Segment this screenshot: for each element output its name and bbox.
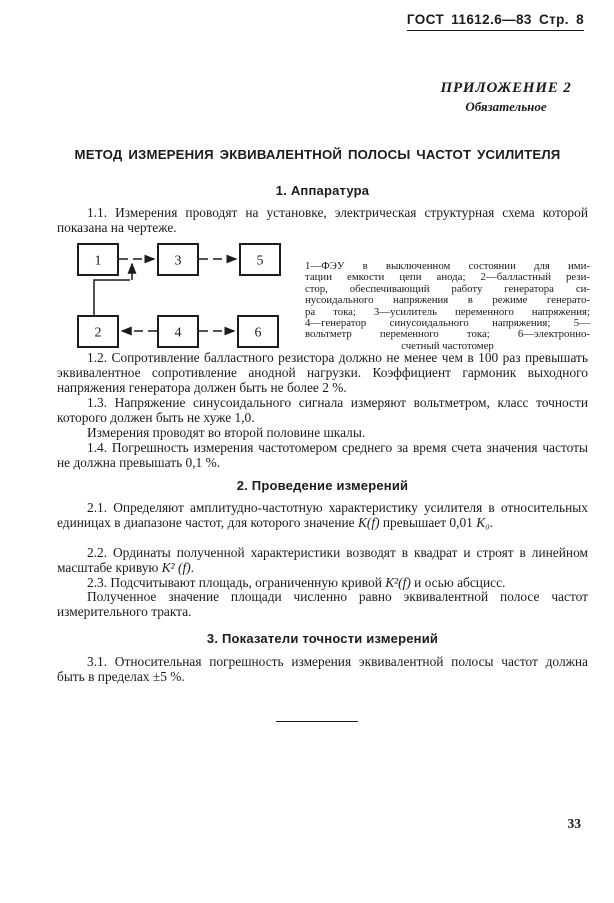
diagram-box-3-label: 3 <box>175 254 182 269</box>
section-1-heading: 1. Аппаратура <box>275 183 370 198</box>
diagram-box-4-label: 4 <box>175 326 182 341</box>
diagram-box-1 <box>77 243 119 276</box>
figure-legend: 1—ФЭУ в выключенном состоянии для ими- т… <box>305 242 590 354</box>
legend-line: 4—генератор синусоидального напряжения; … <box>305 317 590 330</box>
paragraph-3-1: 3.1. Относительная погрешность измерения… <box>57 654 588 685</box>
legend-line: стор, обеспечивающий работу генератора с… <box>305 282 590 295</box>
diagram-box-6-label: 6 <box>255 326 262 341</box>
legend-line-last: счетный частотомер <box>401 339 494 352</box>
feedback-line <box>93 279 130 316</box>
page-number: 33 <box>567 816 582 831</box>
diagram-box-2 <box>77 315 119 348</box>
paragraph-1-4: 1.4. Погрешность измерения частотомером … <box>57 440 588 471</box>
legend-line: 1—ФЭУ в выключенном состоянии для ими- <box>305 260 590 272</box>
paragraph-2-2: 2.2. Ординаты полученной характеристики … <box>57 545 588 576</box>
block-diagram: 1 3 5 2 4 6 <box>77 243 281 348</box>
diagram-box-3 <box>157 243 199 276</box>
diagram-box-6 <box>237 315 279 348</box>
legend-line: вольтметр переменного тока; 6—электронно… <box>305 328 590 341</box>
section-3-heading: 3. Показатели точности измерений <box>206 631 439 646</box>
paragraph-1-1: 1.1. Измерения проводят на установке, эл… <box>57 205 588 236</box>
document-title: МЕТОД ИЗМЕРЕНИЯ ЭКВИВАЛЕНТНОЙ ПОЛОСЫ ЧАС… <box>74 147 561 162</box>
diagram-box-1-label: 1 <box>95 254 102 269</box>
paragraph-2-1: 2.1. Определяют амплитудно-частотную хар… <box>57 500 588 531</box>
diagram-box-5 <box>239 243 281 276</box>
legend-line: ра тока; 3—усилитель переменного напряже… <box>305 305 590 318</box>
figure: 1 3 5 2 4 6 1—ФЭУ в выключенном состояни… <box>57 242 590 354</box>
diagram-box-4 <box>157 315 199 348</box>
diagram-box-2-label: 2 <box>95 326 102 341</box>
legend-line: нусоидального напряжения в режиме генера… <box>305 294 590 307</box>
section-2-heading: 2. Проведение измерений <box>236 478 409 493</box>
paragraph-2-3-note: Полученное значение площади численно рав… <box>57 589 588 620</box>
appendix-block: ПРИЛОЖЕНИЕ 2 Обязательное <box>420 80 592 115</box>
appendix-subtitle: Обязательное <box>465 99 547 114</box>
legend-line: тации емкости цепи анода; 2—балластный р… <box>305 271 590 284</box>
appendix-title: ПРИЛОЖЕНИЕ 2 <box>440 80 572 96</box>
paragraph-1-2: 1.2. Сопротивление балластного резистора… <box>57 350 588 396</box>
standard-header: ГОСТ 11612.6—83 Стр. 8 <box>406 12 584 31</box>
end-divider <box>276 721 358 722</box>
paragraph-1-3-note: Измерения проводят во второй половине шк… <box>87 425 366 440</box>
diagram-box-5-label: 5 <box>257 254 264 269</box>
paragraph-2-3: 2.3. Подсчитывают площадь, ограниченную … <box>87 575 506 590</box>
paragraph-1-3: 1.3. Напряжение синусоидального сигнала … <box>57 395 588 426</box>
